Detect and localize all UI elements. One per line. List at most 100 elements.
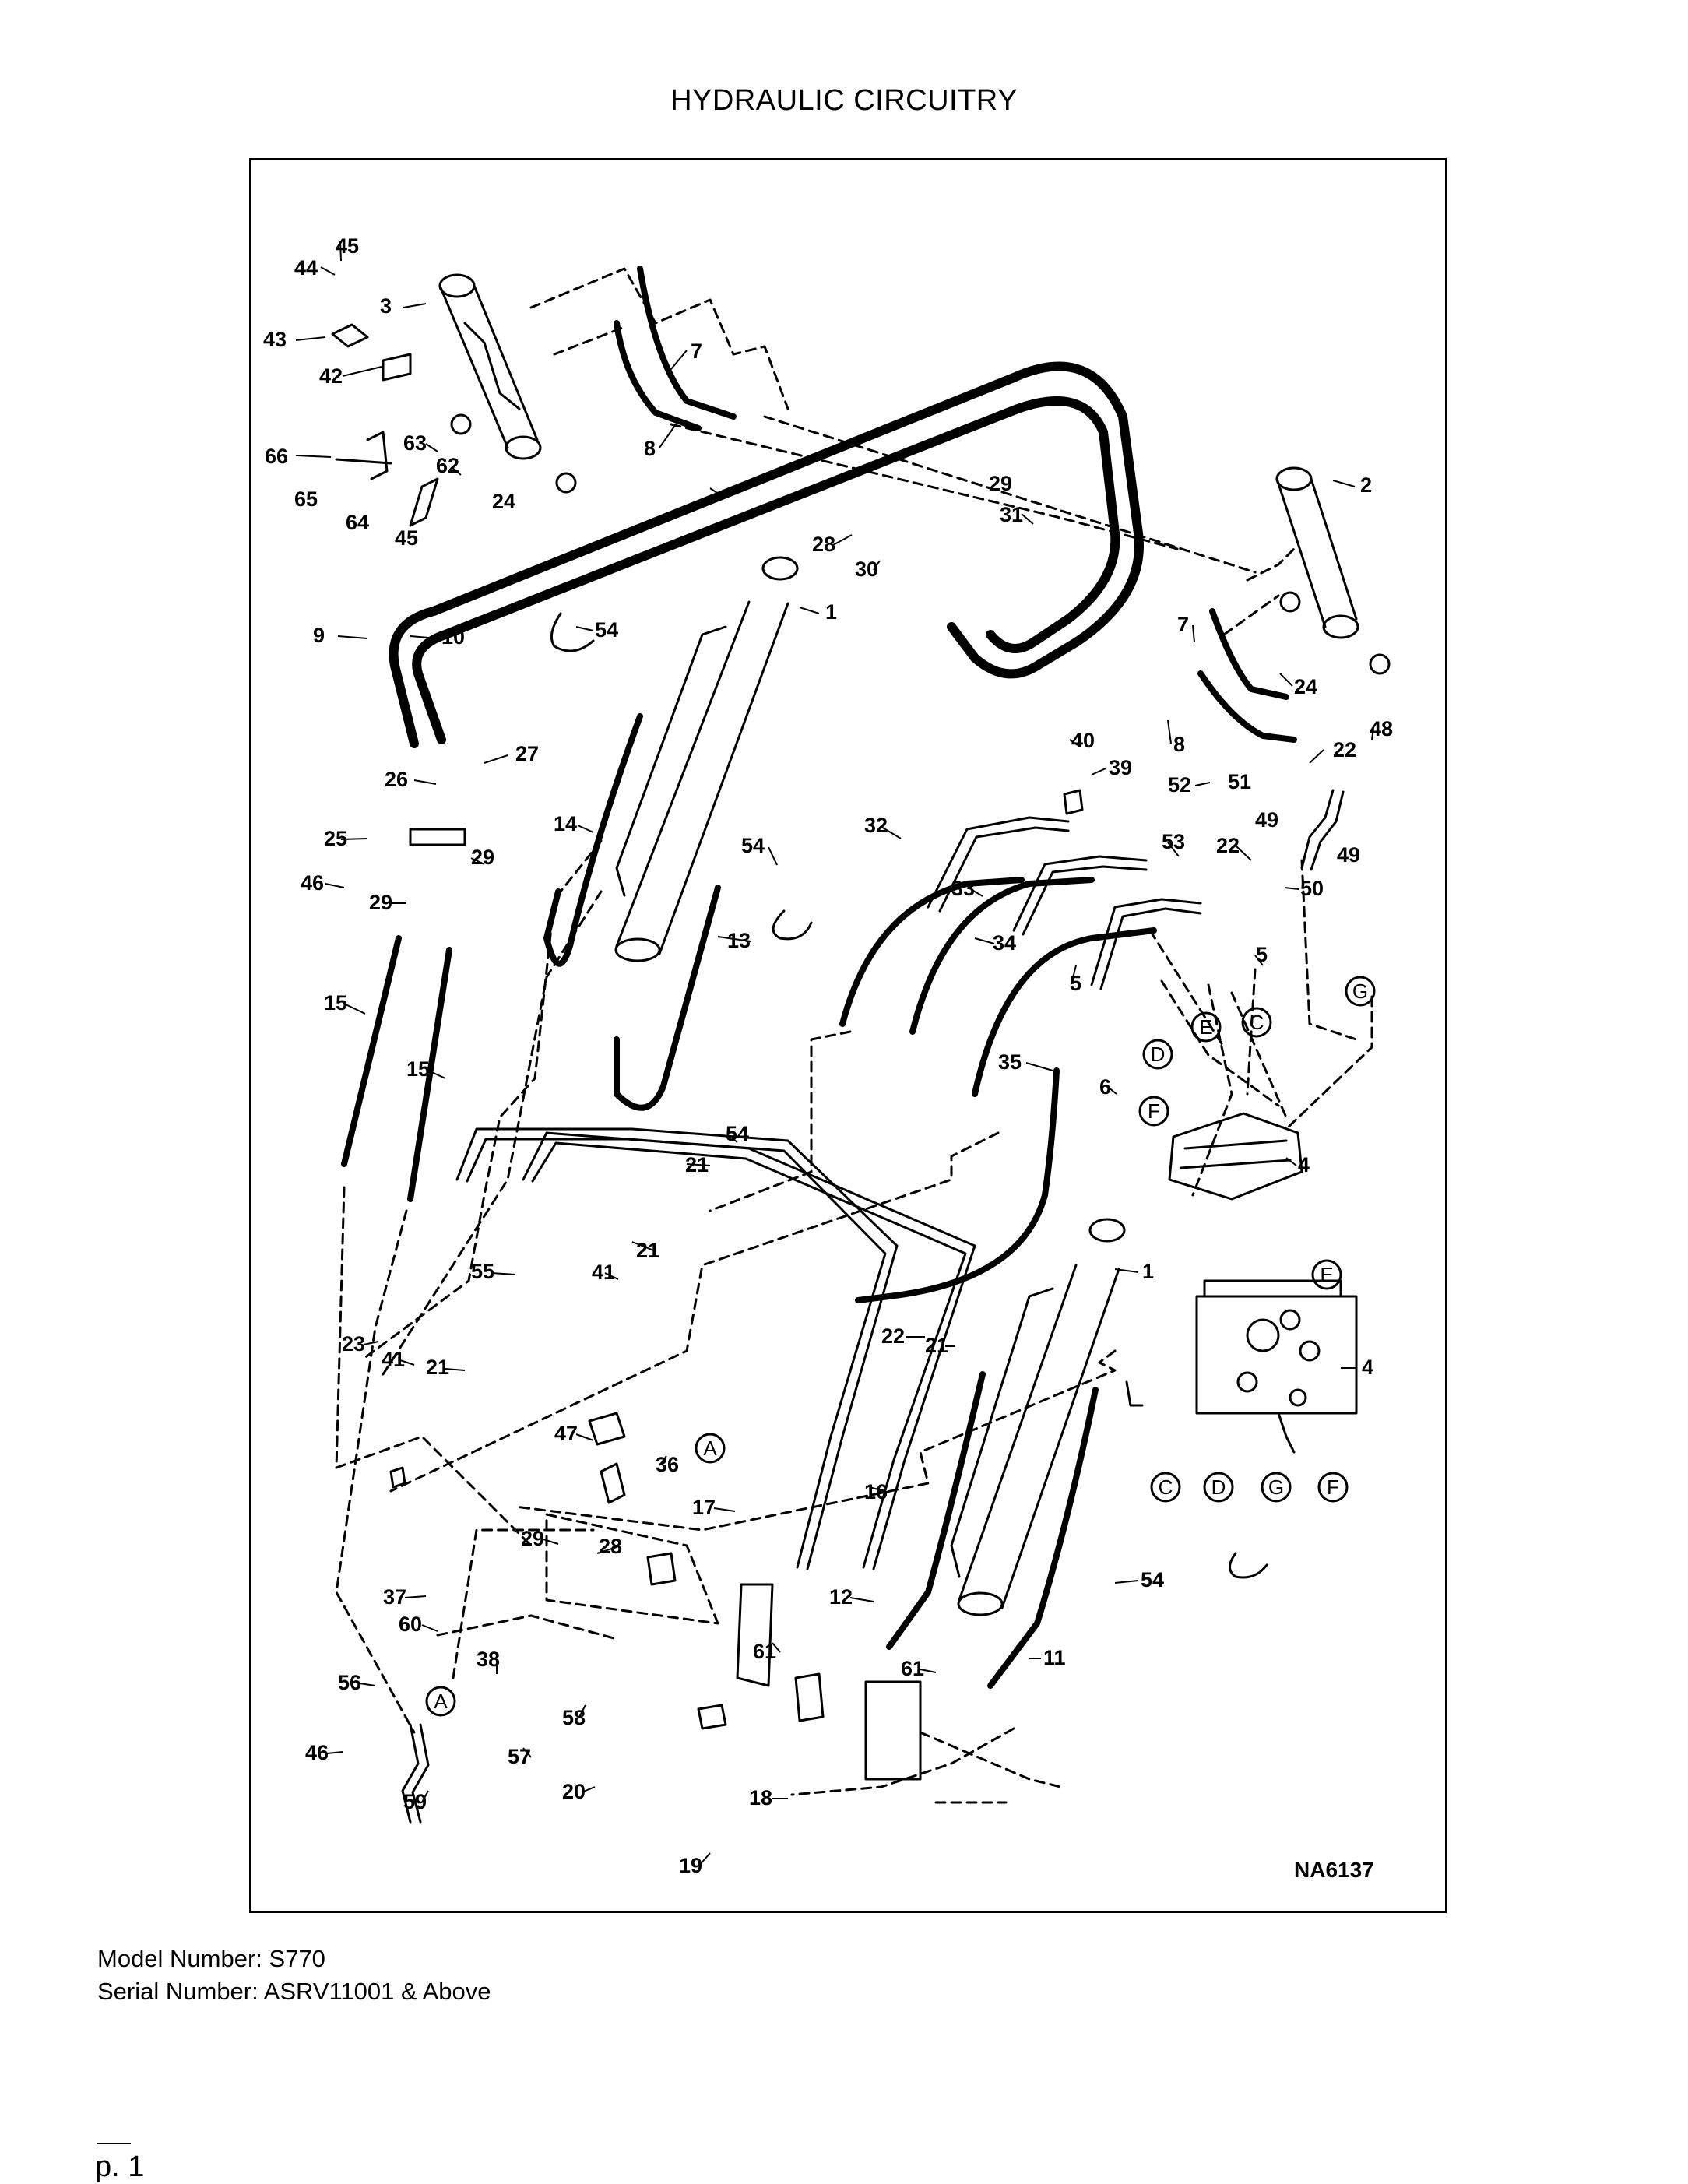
leader-line: [320, 266, 336, 276]
port-letter-d: D: [1211, 1475, 1226, 1499]
callout-64: 64: [346, 511, 369, 534]
leader-line: [1279, 673, 1293, 687]
callout-61: 61: [753, 1640, 776, 1663]
leader-line: [631, 1241, 656, 1252]
callout-21: 21: [925, 1334, 948, 1357]
port-circles: [425, 976, 1376, 1717]
leader-line: [1167, 842, 1180, 857]
leader-line: [659, 424, 677, 448]
leader-line: [522, 1747, 532, 1758]
leader-line: [596, 1546, 617, 1554]
leader-line: [1025, 1062, 1053, 1071]
leader-line: [1069, 739, 1078, 746]
leader-line: [339, 241, 342, 262]
leader-line: [445, 1368, 466, 1371]
callout-1: 1: [1142, 1260, 1154, 1283]
control-valve-4: [1168, 1112, 1358, 1454]
callout-54: 54: [726, 1122, 749, 1145]
leader-line: [726, 1134, 738, 1143]
callout-leaders: [295, 241, 1374, 1867]
leader-line: [543, 1539, 559, 1545]
callout-28: 28: [599, 1535, 622, 1558]
leader-line: [1236, 846, 1252, 861]
leader-line: [659, 1455, 667, 1466]
leader-line: [342, 366, 382, 377]
callout-61: 61: [901, 1657, 924, 1680]
callout-27: 27: [515, 742, 539, 765]
leader-line: [359, 1683, 376, 1686]
callout-12: 12: [829, 1585, 853, 1609]
leader-line: [666, 350, 688, 375]
callout-20: 20: [562, 1780, 586, 1803]
leader-line: [881, 826, 902, 839]
leader-line: [1309, 749, 1324, 764]
leader-line: [1332, 480, 1356, 487]
leader-line: [451, 466, 462, 476]
callout-17: 17: [692, 1496, 716, 1519]
serial-number: Serial Number: ASRV11001 & Above: [97, 1978, 491, 2005]
port-letter-f: F: [1327, 1475, 1339, 1499]
port-letter-c: C: [1250, 1011, 1264, 1034]
leader-line: [363, 1341, 379, 1345]
leader-line: [403, 303, 427, 308]
callout-37: 37: [383, 1585, 406, 1609]
callout-4: 4: [1298, 1153, 1310, 1176]
port-letter-d: D: [1151, 1043, 1166, 1066]
callout-5: 5: [1070, 972, 1081, 995]
callout-59: 59: [403, 1790, 427, 1813]
leader-line: [399, 1359, 415, 1366]
callout-21: 21: [636, 1239, 659, 1262]
leader-line: [772, 1642, 781, 1653]
leader-line: [873, 560, 881, 571]
leader-line: [578, 1704, 586, 1719]
callout-31: 31: [1000, 503, 1023, 526]
callout-44: 44: [294, 256, 318, 280]
leader-line: [421, 1624, 438, 1632]
callout-35: 35: [998, 1050, 1022, 1074]
leader-line: [575, 1433, 594, 1441]
leader-line: [413, 779, 437, 785]
loop-hoses-9-10: [389, 361, 1144, 748]
small-parts: [331, 323, 1268, 1781]
leader-line: [604, 1272, 619, 1280]
callout-48: 48: [1370, 717, 1393, 740]
callout-9: 9: [313, 624, 325, 647]
callout-15: 15: [406, 1057, 430, 1081]
leader-line: [345, 1004, 366, 1015]
callout-23: 23: [342, 1332, 365, 1356]
leader-line: [1108, 1087, 1117, 1095]
leader-line: [404, 1595, 427, 1598]
leader-line: [410, 635, 438, 639]
cylinder-2: [1275, 466, 1391, 675]
leader-line: [869, 1486, 890, 1493]
callout-40: 40: [1071, 729, 1095, 752]
callout-60: 60: [399, 1613, 422, 1636]
leader-line: [698, 1852, 711, 1867]
hoses: [341, 266, 1297, 1689]
callout-39: 39: [1109, 756, 1132, 779]
callout-49: 49: [1255, 808, 1278, 832]
leader-line: [1114, 1268, 1139, 1273]
leader-line: [337, 635, 368, 639]
callout-32: 32: [864, 814, 888, 837]
leader-line: [686, 1163, 711, 1166]
callout-54: 54: [1141, 1568, 1164, 1591]
callout-46: 46: [301, 871, 324, 895]
dashed-connections: [335, 267, 1373, 1804]
port-letter-a: A: [703, 1437, 717, 1460]
leader-line: [1284, 887, 1299, 890]
callout-41: 41: [382, 1348, 405, 1371]
callout-34: 34: [993, 931, 1016, 955]
leader-line: [799, 607, 820, 614]
callout-53: 53: [1162, 830, 1185, 853]
hydraulic-diagram: 4544343427866636265644524293128302191054…: [263, 234, 1393, 1882]
leader-line: [326, 1751, 343, 1754]
callout-24: 24: [492, 490, 515, 513]
callout-16: 16: [864, 1480, 888, 1503]
callout-22: 22: [1333, 738, 1356, 761]
leader-line: [581, 1786, 596, 1793]
callout-42: 42: [319, 364, 343, 388]
callout-56: 56: [338, 1671, 361, 1694]
callout-13: 13: [727, 929, 751, 952]
